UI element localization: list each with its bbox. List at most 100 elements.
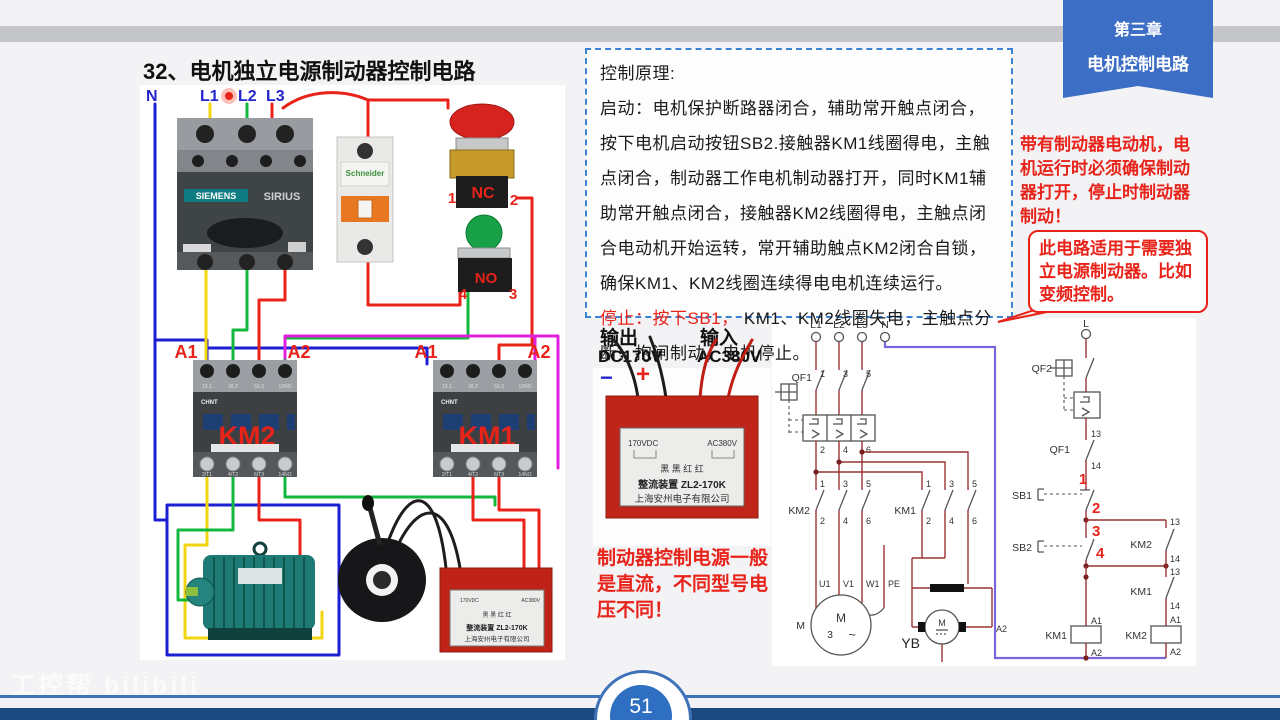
rect-panel-lines <box>633 450 735 459</box>
km2-c4: 4 <box>843 516 848 526</box>
sch-n: N <box>881 319 889 331</box>
km2aux-13: 13 <box>1170 517 1180 527</box>
output-value: DC170V <box>598 347 663 366</box>
km1-term-4t2: 4/T2 <box>468 472 478 478</box>
start-terminal-3: 3 <box>509 286 517 303</box>
qf1aux-14: 14 <box>1091 461 1101 471</box>
km1-term-6t3: 6/T3 <box>494 472 504 478</box>
contactor-km2: A1 A2 1/L1 3/L2 5/L3 13NO CHNT KM2 2/T1 … <box>174 342 310 478</box>
km2-term-4t2: 4/T2 <box>228 472 238 478</box>
qf1-c3: 3 <box>843 369 848 379</box>
km1-main-label: KM1 <box>894 505 916 517</box>
start-terminal-4: 4 <box>459 286 468 303</box>
green-start-button: NO 4 3 <box>457 214 517 303</box>
qf1-breaker: QF1 1 3 5 2 4 6 <box>775 342 876 455</box>
photo-rect-ac: AC380V <box>521 598 540 604</box>
principle-heading: 控制原理: <box>600 64 676 83</box>
brake-a2: A2 <box>996 624 1007 634</box>
rect-colors-label: 黑 黑 红 红 <box>660 463 704 474</box>
rectifier-panel <box>619 427 745 507</box>
photo-label-l1: L1 <box>200 88 219 105</box>
neutral-wire <box>883 342 1166 660</box>
brake-rectifier-bar <box>930 584 964 592</box>
yb-label: YB <box>901 635 920 651</box>
km1-chint-logo: CHNT <box>441 400 458 406</box>
chapter-number: 第三章 <box>1113 22 1162 39</box>
km2-c3: 3 <box>843 479 848 489</box>
principle-box: 控制原理: 启动：电机保护断路器闭合，辅助常开触点闭合，按下电机启动按钮SB2.… <box>585 48 1013 363</box>
km2-main-contacts: KM2 1 3 5 2 4 6 <box>788 479 871 526</box>
rectifier-dc-wires <box>612 335 668 400</box>
km2-c2: 2 <box>820 516 825 526</box>
km2-c6: 6 <box>866 516 871 526</box>
km1coil-a2: A2 <box>1091 648 1102 658</box>
qf2-label: QF2 <box>1032 363 1053 375</box>
motor-m: M <box>836 611 846 625</box>
km1-main-contacts: KM1 1 3 5 2 4 6 M YB A2 <box>894 479 1007 662</box>
motor <box>185 541 315 640</box>
km2-coil <box>1150 625 1182 644</box>
km2-c1: 1 <box>820 479 825 489</box>
page-number: 51 <box>629 695 653 718</box>
qf1-c2: 2 <box>820 445 825 455</box>
km2aux-14: 14 <box>1170 554 1180 564</box>
qf1aux-13: 13 <box>1091 429 1101 439</box>
sch-l3: L3 <box>856 319 868 331</box>
dc-power-note: 制动器控制电源一般是直流，不同型号电压不同！ <box>597 548 769 621</box>
wire-num-2: 2 <box>1092 500 1100 517</box>
km2-coil-label: KM2 <box>1125 630 1147 642</box>
photo-rect-colors: 黑 黑 红 红 <box>482 611 511 619</box>
motor-v1: V1 <box>843 579 854 589</box>
wire-num-3: 3 <box>1092 523 1100 540</box>
schneider-logo: Schneider <box>346 169 385 178</box>
qf1-c1: 1 <box>820 369 825 379</box>
no-label: NO <box>475 270 498 287</box>
plus-sign: + <box>636 361 651 388</box>
motor-m-outside: M <box>796 620 805 632</box>
km2aux-label: KM2 <box>1130 539 1152 551</box>
qf1aux-label: QF1 <box>1050 444 1071 456</box>
km1-term-2t1: 2/T1 <box>442 472 452 478</box>
km2-a2-label: A2 <box>287 342 310 362</box>
motor-pe: PE <box>888 579 900 589</box>
km1-c6: 6 <box>972 516 977 526</box>
sch-l1: L1 <box>810 319 822 331</box>
wire-num-1: 1 <box>1079 471 1087 488</box>
km2-term-13no: 13NO <box>278 384 291 390</box>
brake <box>338 495 426 622</box>
top-gray-bar <box>0 26 1280 42</box>
km2-c5: 5 <box>866 479 871 489</box>
photo-rect-model: 整流装置 ZL2-170K <box>465 623 527 632</box>
wiring-photo: N L1 L2 L3 <box>146 88 560 657</box>
schematic-motor: U1 V1 W1 PE M 3 ~ M <box>796 525 900 656</box>
km2-a1-label: A1 <box>174 342 197 362</box>
stop-terminal-1: 1 <box>448 190 456 207</box>
km1-c4: 4 <box>949 516 954 526</box>
schneider-breaker: Schneider <box>336 136 394 263</box>
motor-tilde: ~ <box>848 627 856 642</box>
km1aux-label: KM1 <box>1130 586 1152 598</box>
photo-rectifier: 170VDC AC380V 黑 黑 红 红 整流装置 ZL2-170K 上海安州… <box>439 567 553 653</box>
km2-term-1l1: 1/L1 <box>202 384 212 390</box>
km1-c1: 1 <box>926 479 931 489</box>
input-label: 输入 <box>700 328 739 349</box>
sch-l2: L2 <box>833 319 845 331</box>
photo-label-l3: L3 <box>266 88 285 105</box>
km2-term-2t1: 2/T1 <box>202 472 212 478</box>
km1-c2: 2 <box>926 516 931 526</box>
brake-m: M <box>938 618 946 628</box>
chapter-ribbon: 第三章 电机控制电路 <box>1063 0 1213 98</box>
output-label: 输出 <box>600 328 639 349</box>
km2-term-14no: 14NO <box>278 472 291 478</box>
km1-term-14no: 14NO <box>518 472 531 478</box>
km2-main-label: KM2 <box>788 505 810 517</box>
rect-model-label: 整流装置 ZL2-170K <box>637 478 727 491</box>
schematic: L1 L2 L3 N QF1 1 3 5 2 4 6 <box>775 318 1182 662</box>
km2-term-3l2: 3/L2 <box>228 384 238 390</box>
principle-stop-text: KM1、KM2线圈失电，主触点分断，抱闸制动，电机停止。 <box>600 309 992 363</box>
km1-a2-label: A2 <box>527 342 550 362</box>
photo-label-n: N <box>146 88 158 105</box>
km2-term-6t3: 6/T3 <box>254 472 264 478</box>
qf1-c4: 4 <box>843 445 848 455</box>
